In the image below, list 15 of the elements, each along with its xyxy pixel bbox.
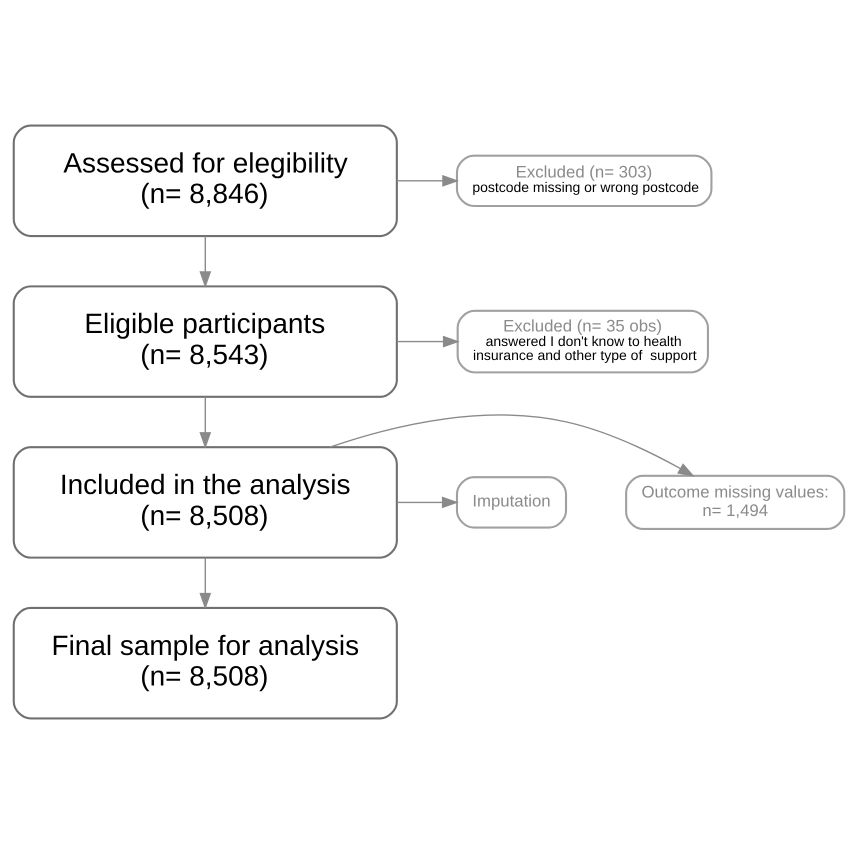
arrow	[199, 396, 212, 448]
arrow	[199, 557, 212, 610]
node-box: Imputation	[456, 476, 568, 528]
arrow	[199, 236, 212, 288]
node-box: Excluded (n= 35 obs) answered I don't know to health insurance and other type of support	[456, 309, 709, 373]
arrow	[397, 335, 460, 347]
node-box: Assessed for elegibility (n= 8,846)	[12, 124, 398, 237]
node-box: Outcome missing values: n= 1,494	[625, 474, 846, 530]
node-box: Final sample for analysis (n= 8,508)	[12, 606, 398, 719]
arrow	[397, 496, 459, 508]
node-box: Excluded (n= 303) postcode missing or wrong postcode	[456, 154, 712, 207]
node-box: Included in the analysis (n= 8,508)	[12, 446, 398, 558]
arrow	[330, 414, 695, 476]
arrow	[396, 174, 460, 186]
node-box: Eligible participants (n= 8,543)	[12, 284, 398, 398]
